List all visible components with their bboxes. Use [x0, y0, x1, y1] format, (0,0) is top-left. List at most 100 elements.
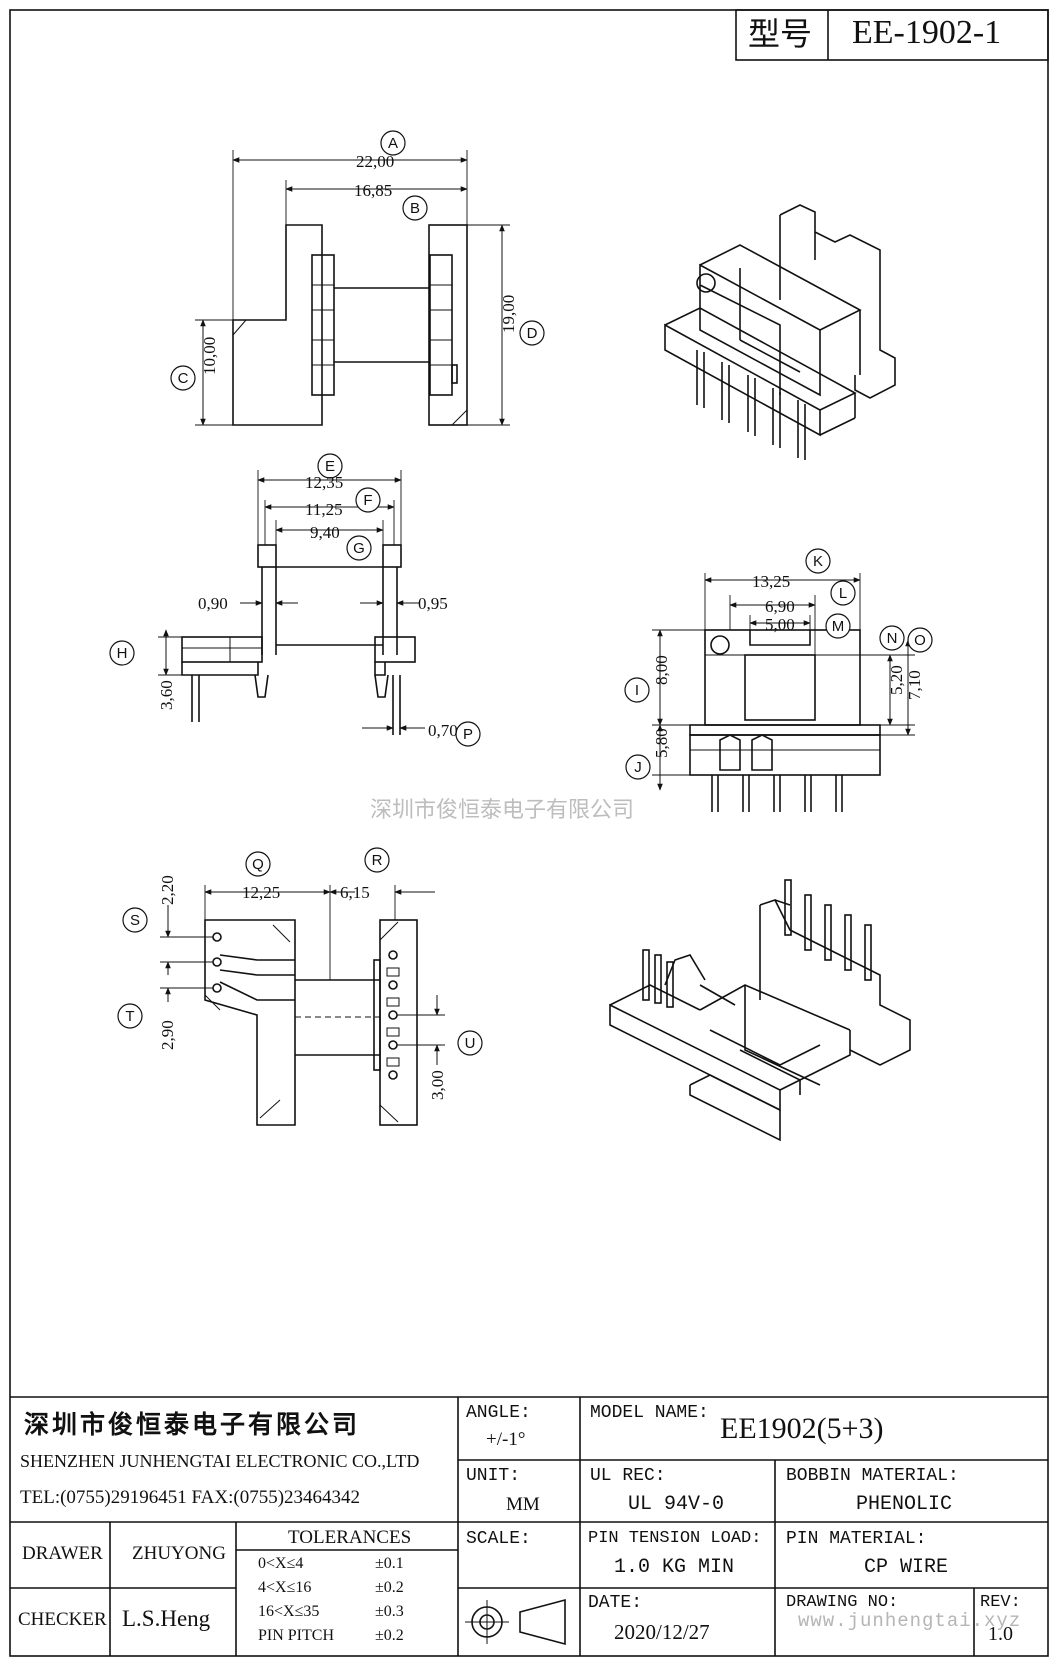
- title-block-grid: [10, 1396, 1048, 1656]
- tolerance-value: ±0.2: [375, 1627, 404, 1644]
- svg-text:J: J: [634, 759, 642, 776]
- isometric-view-bottom: [609, 879, 911, 1142]
- dimension-g: 9,40: [310, 523, 340, 542]
- pin-material-value: CP WIRE: [864, 1556, 949, 1579]
- callout-e: E: [317, 453, 343, 479]
- callout-n: N: [879, 625, 905, 651]
- callout-d: D: [519, 320, 545, 346]
- angle-label: ANGLE:: [466, 1403, 531, 1423]
- projection-symbol-icon: [465, 1598, 566, 1646]
- dimension-o: 7,10: [905, 670, 924, 700]
- dimension-s: 2,20: [158, 875, 177, 905]
- svg-text:E: E: [325, 458, 335, 475]
- callout-u: U: [457, 1030, 483, 1056]
- svg-text:I: I: [635, 682, 639, 699]
- unit-label: UNIT:: [466, 1466, 521, 1486]
- pin-tension-value: 1.0 KG MIN: [614, 1556, 735, 1579]
- watermark-url: www.junhengtai.xyz: [798, 1610, 1022, 1632]
- model-header-label: 型号: [748, 15, 813, 53]
- svg-text:C: C: [178, 370, 189, 387]
- dimension-h-right: 0,95: [418, 594, 448, 613]
- rev-label: REV:: [980, 1593, 1021, 1612]
- callout-s: S: [122, 907, 148, 933]
- dimension-r: 6,15: [340, 883, 370, 902]
- model-header-box: [735, 9, 1049, 61]
- checker-value: L.S.Heng: [122, 1606, 211, 1631]
- svg-text:H: H: [117, 645, 128, 662]
- callout-o: O: [907, 627, 933, 653]
- dimension-c: 10,00: [200, 337, 219, 375]
- svg-text:R: R: [372, 852, 383, 869]
- svg-text:K: K: [813, 553, 823, 570]
- dimension-e: 12,35: [305, 473, 343, 492]
- tolerance-range: 4<X≤16: [258, 1579, 312, 1596]
- unit-value: MM: [506, 1494, 540, 1515]
- callout-l: L: [830, 580, 856, 606]
- rev-value: 1.0: [988, 1623, 1013, 1645]
- svg-text:U: U: [465, 1035, 476, 1052]
- dimension-d: 19,00: [499, 295, 518, 333]
- dimension-l: 6,90: [765, 597, 795, 616]
- company-contact: TEL:(0755)29196451 FAX:(0755)23464342: [20, 1487, 361, 1508]
- svg-text:Q: Q: [252, 856, 264, 873]
- svg-text:P: P: [463, 726, 473, 743]
- dimension-t: 2,90: [158, 1020, 177, 1050]
- drawer-value: ZHUYONG: [132, 1543, 226, 1564]
- callout-j: J: [625, 754, 651, 780]
- svg-text:M: M: [832, 618, 845, 635]
- svg-text:F: F: [363, 492, 372, 509]
- ul-rec-value: UL 94V-0: [628, 1493, 725, 1516]
- bottom-view-drawing: [160, 885, 445, 1126]
- model-name-label: MODEL NAME:: [590, 1403, 709, 1423]
- callout-k: K: [805, 548, 831, 574]
- ul-rec-label: UL REC:: [590, 1466, 666, 1486]
- checker-label: CHECKER: [18, 1609, 107, 1630]
- dimension-h: 3,60: [157, 680, 176, 710]
- callout-m: M: [825, 613, 851, 639]
- dimension-q: 12,25: [242, 883, 280, 902]
- svg-text:B: B: [410, 200, 420, 217]
- svg-text:S: S: [130, 912, 140, 929]
- dimension-n: 5,20: [887, 665, 906, 695]
- bobbin-material-label: BOBBIN MATERIAL:: [786, 1466, 959, 1486]
- dimension-f: 11,25: [305, 500, 343, 519]
- dimension-j: 5,80: [652, 728, 671, 758]
- callout-i: I: [624, 677, 650, 703]
- dimension-k: 13,25: [752, 572, 790, 591]
- tolerances-title: TOLERANCES: [288, 1527, 412, 1548]
- side-view-drawing: [158, 470, 425, 735]
- end-view-drawing: [652, 573, 915, 812]
- callout-f: F: [355, 487, 381, 513]
- dimension-p: 0,70: [428, 721, 458, 740]
- callout-r: R: [364, 847, 390, 873]
- date-value: 2020/12/27: [614, 1620, 710, 1644]
- svg-text:A: A: [388, 135, 398, 152]
- dimension-m: 5,00: [765, 615, 795, 634]
- callout-a: A: [380, 130, 406, 156]
- tolerance-range: PIN PITCH: [258, 1627, 335, 1644]
- callout-c: C: [170, 365, 196, 391]
- svg-text:O: O: [914, 632, 926, 649]
- callout-q: Q: [245, 851, 271, 877]
- dimension-u: 3,00: [428, 1070, 447, 1100]
- date-label: DATE:: [588, 1593, 643, 1613]
- callout-b: B: [402, 195, 428, 221]
- tolerance-range: 0<X≤4: [258, 1555, 304, 1572]
- front-view-drawing: [195, 150, 510, 426]
- company-name-cn: 深圳市俊恒泰电子有限公司: [24, 1410, 361, 1439]
- svg-text:D: D: [527, 325, 538, 342]
- dimension-h-left: 0,90: [198, 594, 228, 613]
- model-name-value: EE1902(5+3): [720, 1412, 884, 1445]
- tolerance-value: ±0.2: [375, 1579, 404, 1596]
- watermark-text: 深圳市俊恒泰电子有限公司: [370, 798, 635, 823]
- model-header-value: EE-1902-1: [852, 14, 1002, 51]
- pin-material-label: PIN MATERIAL:: [786, 1529, 927, 1549]
- callout-g: G: [346, 535, 372, 561]
- svg-text:L: L: [839, 585, 847, 602]
- scale-label: SCALE:: [466, 1529, 531, 1549]
- dimension-b: 16,85: [354, 181, 392, 200]
- dimension-i: 8,00: [652, 655, 671, 685]
- bobbin-material-value: PHENOLIC: [856, 1493, 953, 1516]
- svg-text:G: G: [353, 540, 365, 557]
